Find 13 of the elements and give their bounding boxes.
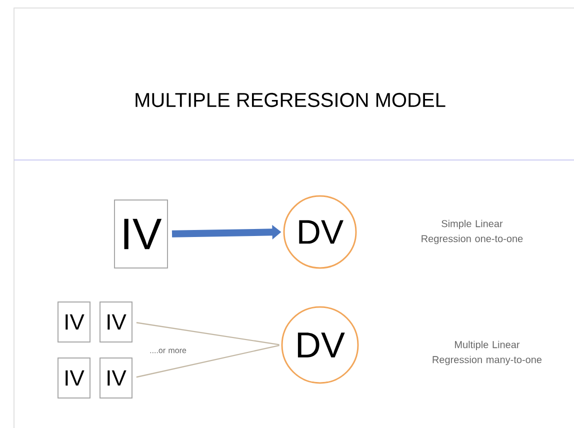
variable-box: IV	[100, 301, 132, 342]
note-text: ....or more	[150, 348, 186, 354]
description-text: Simple Linear Regression one-to-one	[422, 220, 523, 244]
description-text: Multiple Linear Regression many-to-one	[432, 340, 542, 366]
title: MULTIPLE REGRESSION MODEL	[136, 92, 446, 108]
variable-box: IV	[58, 357, 90, 398]
connector-line	[136, 344, 280, 378]
variable-box: IV	[114, 200, 168, 268]
circle-node: DV	[283, 195, 357, 269]
circle-node: DV	[281, 306, 359, 384]
connector-line	[136, 322, 280, 346]
variable-box: IV	[100, 357, 132, 398]
variable-box: IV	[58, 301, 90, 342]
